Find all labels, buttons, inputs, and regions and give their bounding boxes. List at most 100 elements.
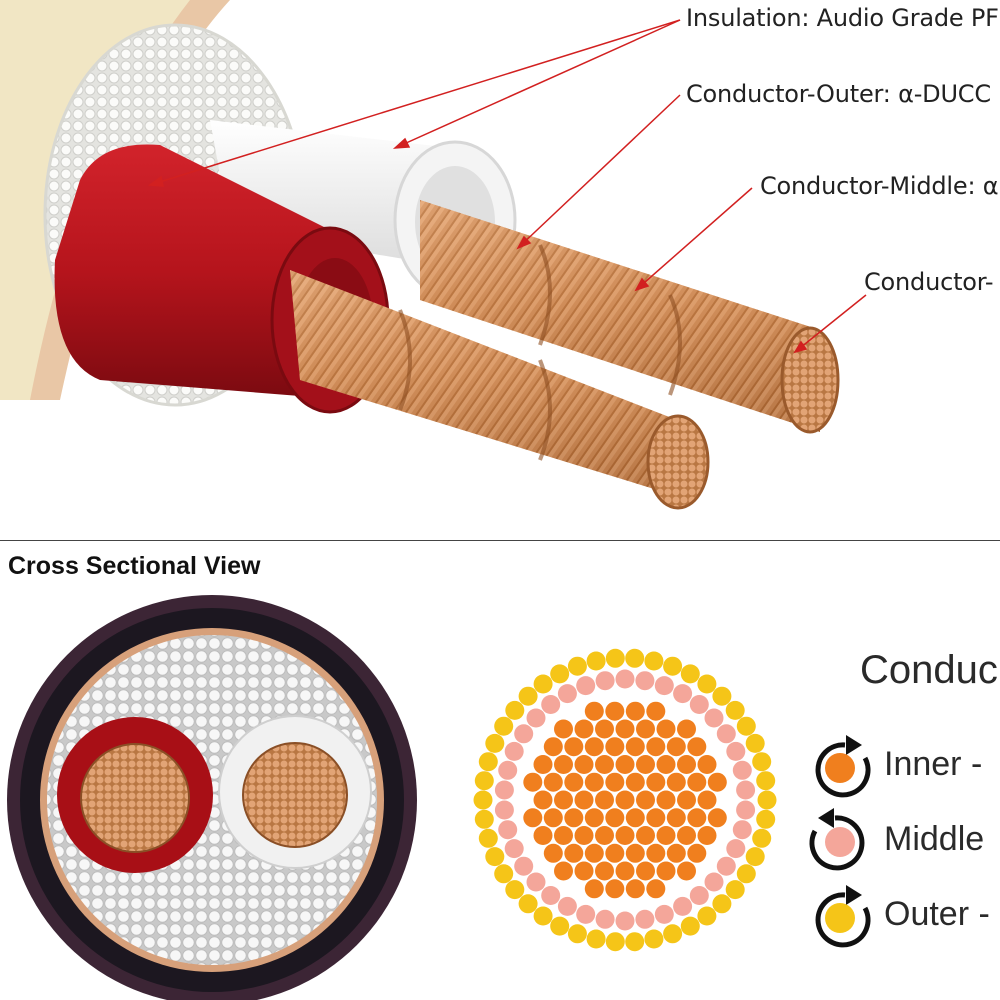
middle-strand: [704, 708, 724, 728]
legend-icons: [809, 735, 871, 948]
inner-strand: [677, 826, 696, 845]
middle-strand: [615, 911, 635, 931]
legend-swatch-inner: [825, 753, 855, 783]
outer-strand: [756, 809, 776, 829]
outer-strand: [494, 864, 514, 884]
inner-strand: [656, 826, 676, 845]
inner-strand: [605, 737, 625, 757]
callout-conductor-inner: Conductor-: [864, 268, 994, 296]
callout-conductor-middle: Conductor-Middle: α: [760, 172, 999, 200]
outer-strand: [533, 906, 553, 926]
inner-strand: [677, 790, 696, 810]
middle-strand: [689, 886, 709, 905]
inner-strand: [636, 790, 655, 810]
inner-strand: [554, 719, 573, 739]
outer-strand: [505, 700, 525, 720]
inner-strand: [636, 719, 655, 739]
middle-strand: [498, 820, 518, 840]
inner-strand: [707, 808, 727, 828]
inner-strand: [687, 737, 707, 757]
legend-label-outer: Outer -: [884, 895, 990, 933]
inner-strand: [687, 772, 707, 792]
middle-strand: [498, 760, 518, 780]
inner-strand: [625, 808, 645, 828]
middle-strand: [673, 896, 693, 916]
inner-strand: [584, 808, 604, 828]
inner-strand: [625, 879, 645, 899]
outer-strand: [605, 648, 625, 668]
legend-label-middle: Middle: [884, 820, 985, 858]
outer-strand: [752, 752, 772, 772]
inner-strand: [605, 843, 625, 863]
inner-strand: [533, 826, 553, 845]
leader-lines: [147, 19, 867, 354]
middle-strand: [494, 800, 514, 820]
outer-strand: [644, 929, 664, 949]
leader-line-middle: [635, 187, 753, 291]
outer-strand: [494, 716, 514, 736]
inner-strand: [595, 790, 614, 810]
callout-insulation: Insulation: Audio Grade PF: [686, 4, 999, 32]
middle-strand: [726, 839, 746, 859]
inner-strand: [584, 737, 604, 757]
inner-strand: [625, 737, 645, 757]
leader-line-outer: [517, 94, 681, 249]
inner-strand: [605, 879, 625, 899]
legend-swatch-outer: [825, 903, 855, 933]
cross-section-photo: [7, 595, 417, 1000]
leader-line-insulation-red: [149, 19, 681, 186]
inner-strand: [615, 790, 635, 810]
inner-strand: [636, 826, 655, 845]
outer-strand: [644, 651, 664, 671]
strand-layer-diagram: [473, 648, 777, 952]
inner-strand: [697, 826, 717, 845]
outer-strand: [736, 716, 756, 736]
inner-strand: [564, 808, 584, 828]
outer-strand: [473, 790, 493, 810]
inner-strand: [656, 861, 676, 881]
inner-strand: [646, 808, 666, 828]
outer-strand: [663, 656, 683, 676]
middle-strand: [526, 872, 546, 892]
middle-strand: [716, 724, 736, 744]
outer-strand: [505, 880, 525, 900]
middle-strand: [732, 760, 752, 780]
outer-strand: [586, 651, 606, 671]
inner-strand: [666, 772, 686, 792]
middle-strand: [654, 904, 674, 924]
inner-strand: [523, 808, 543, 828]
outer-strand: [550, 916, 570, 936]
inner-strand: [584, 772, 604, 792]
inner-strand: [656, 719, 676, 739]
middle-strand: [704, 872, 724, 892]
inner-strand: [533, 755, 553, 774]
middle-strand: [504, 839, 524, 859]
inner-strand: [677, 861, 696, 881]
outer-strand: [756, 771, 776, 791]
rotation-icon-middle: [809, 808, 865, 871]
rotation-icon-inner: [815, 735, 871, 798]
inner-strand: [625, 843, 645, 863]
inner-strand: [605, 772, 625, 792]
inner-strand: [615, 755, 635, 774]
inner-strand: [574, 755, 594, 774]
inner-strand: [595, 719, 614, 739]
outer-strand: [474, 771, 494, 791]
middle-strand: [557, 896, 577, 916]
middle-strand: [557, 684, 577, 704]
outer-strand: [712, 686, 732, 706]
middle-strand: [726, 741, 746, 761]
inner-strand: [666, 843, 686, 863]
outer-strand: [745, 733, 765, 753]
middle-strand: [541, 886, 561, 905]
inner-strand: [584, 879, 604, 899]
outer-strand: [605, 932, 625, 952]
inner-strand: [543, 843, 563, 863]
inner-strand: [646, 843, 666, 863]
outer-strand: [697, 906, 717, 926]
middle-strand: [732, 820, 752, 840]
middle-strand: [716, 856, 736, 876]
inner-strand: [697, 790, 717, 810]
outer-strand: [725, 880, 745, 900]
white-core-conductor: [242, 742, 348, 848]
